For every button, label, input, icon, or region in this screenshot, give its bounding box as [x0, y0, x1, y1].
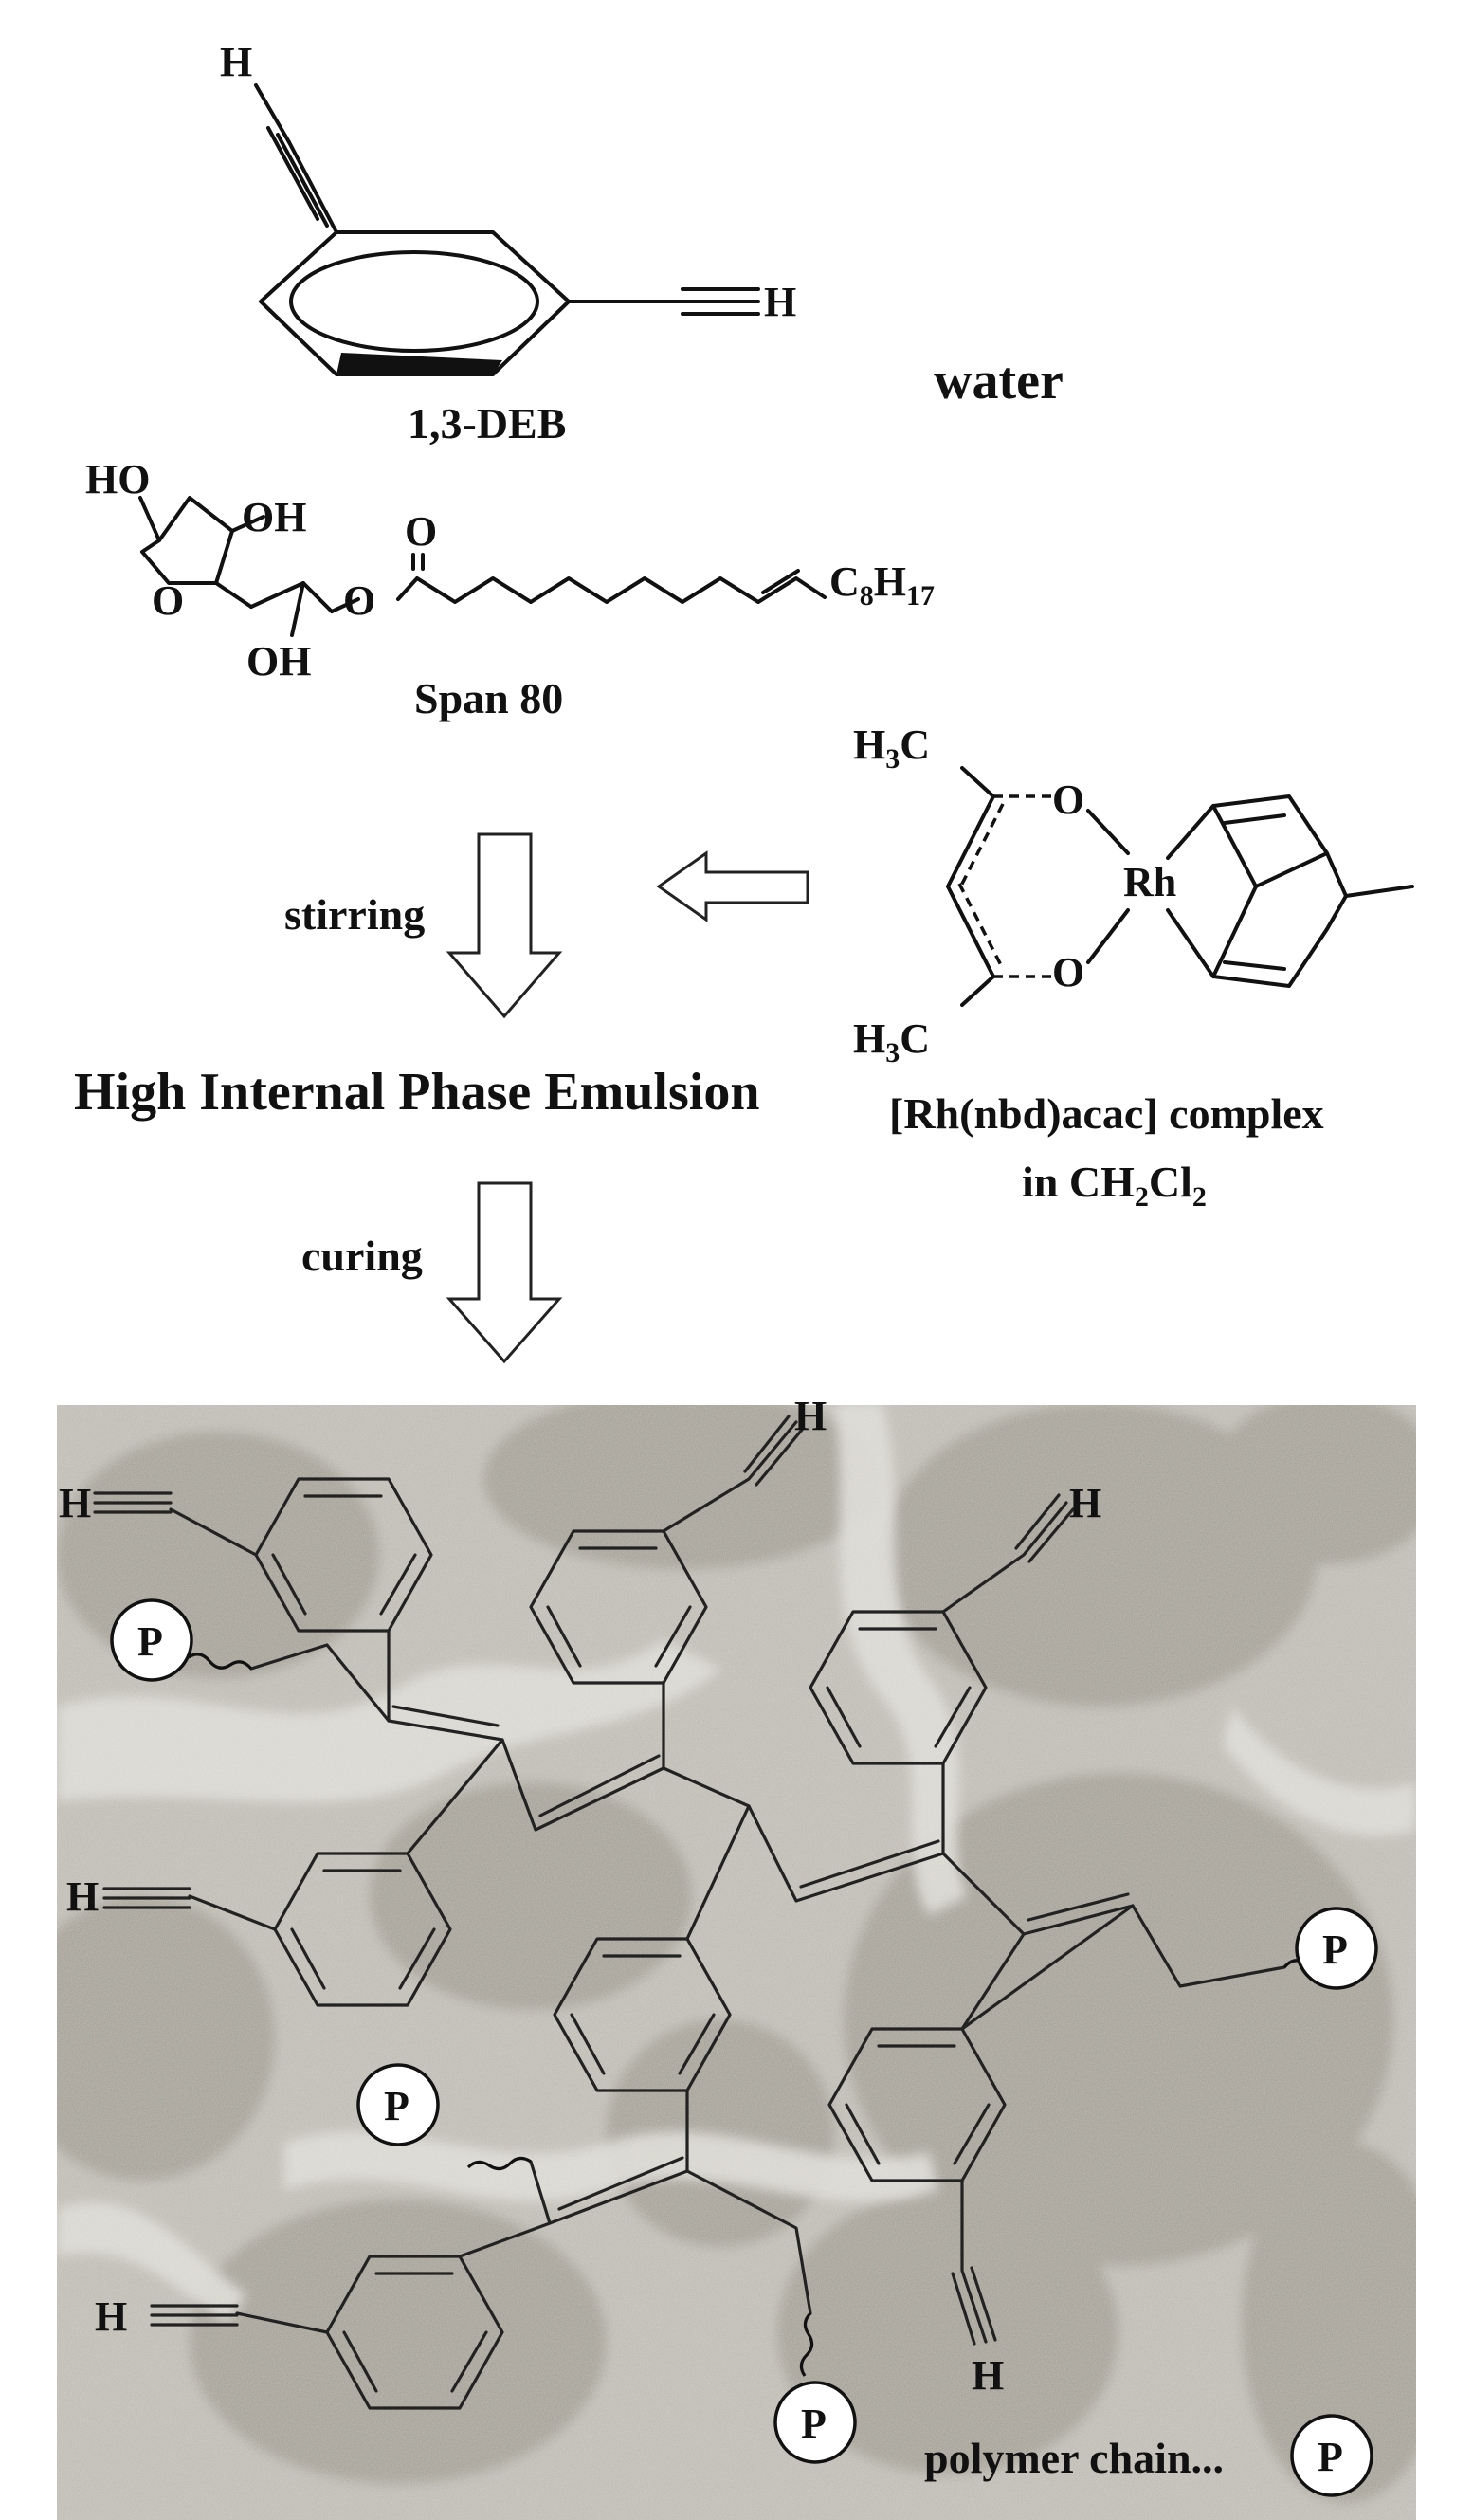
rh-atom: Rh	[1123, 859, 1176, 905]
rh-h3c-top: H3C	[853, 721, 930, 775]
hipe-label: High Internal Phase Emulsion	[74, 1063, 759, 1122]
span-o-ester: O	[343, 577, 375, 624]
net-h-6: H	[972, 2352, 1004, 2399]
rh-o-top: O	[1052, 776, 1084, 823]
deb-h-right: H	[764, 279, 796, 325]
stirring-arrow	[446, 832, 563, 1019]
p-circle-4	[773, 2381, 857, 2464]
polymer-chain-label: polymer chain...	[924, 2434, 1224, 2482]
p-circle-3	[356, 2063, 440, 2146]
solvent-label: in CH2Cl2	[1022, 1158, 1207, 1213]
curing-arrow	[446, 1181, 563, 1364]
span-o-carbonyl: O	[405, 508, 437, 555]
net-h-1: H	[59, 1480, 91, 1526]
p-circle-2	[1295, 1907, 1378, 1990]
curing-label: curing	[301, 1232, 423, 1280]
net-h-4: H	[66, 1873, 99, 1920]
net-h-3: H	[1069, 1480, 1101, 1526]
span-oh-bottom: OH	[246, 638, 311, 685]
deb-molecule: H H 1,3-DEB	[220, 39, 796, 447]
span80-label: Span 80	[414, 674, 563, 722]
span-o-ring: O	[152, 577, 184, 624]
p-circle-5	[1290, 2414, 1373, 2497]
left-arrow	[656, 850, 809, 922]
p-label-1: P	[137, 1618, 163, 1665]
sem-background	[57, 1405, 1416, 2520]
water-label: water	[934, 352, 1064, 411]
span80-molecule: HO OH O OH O O C8H17 Span 80	[85, 456, 935, 722]
rh-h3c-bottom: H3C	[853, 1015, 930, 1068]
span-ho: HO	[85, 456, 150, 502]
net-h-2: H	[794, 1393, 827, 1439]
span-oh-top: OH	[242, 494, 306, 540]
rh-o-bottom: O	[1052, 949, 1084, 995]
span-c8h17: C8H17	[829, 558, 935, 612]
rh-complex-label: [Rh(nbd)acac] complex	[889, 1089, 1324, 1138]
net-h-7: H	[95, 2293, 127, 2340]
deb-h-top: H	[220, 39, 252, 85]
deb-label: 1,3-DEB	[408, 399, 566, 447]
p-label-3: P	[384, 2083, 409, 2129]
polymer-network: H H H	[59, 1393, 1378, 2497]
p-label-5: P	[1318, 2434, 1343, 2480]
p-label-4: P	[801, 2401, 827, 2447]
p-label-2: P	[1322, 1927, 1348, 1973]
p-circle-1	[110, 1598, 193, 1682]
rh-complex-molecule: H3C O Rh O H3C [Rh(nbd)acac] complex in …	[853, 721, 1414, 1213]
stirring-label: stirring	[284, 890, 425, 939]
